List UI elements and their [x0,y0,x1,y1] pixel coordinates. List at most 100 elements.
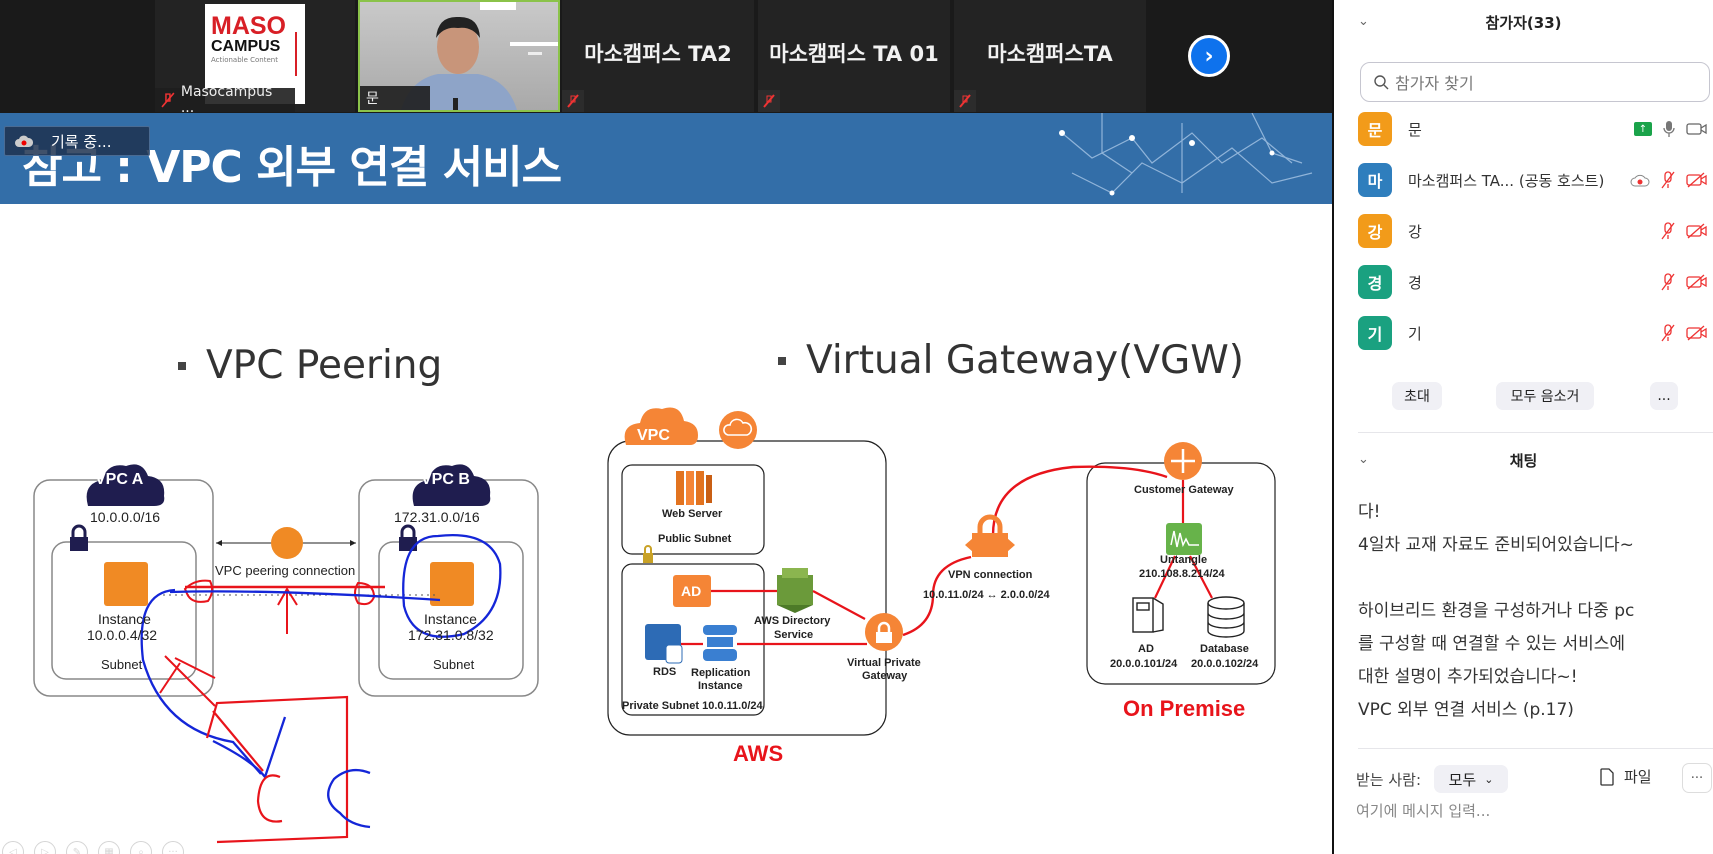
avatar: 경 [1358,265,1392,299]
divider [1358,748,1713,749]
directory-label-1: AWS Directory [754,615,831,627]
avatar: 기 [1358,316,1392,350]
video-tile-camera[interactable]: 문 [358,0,560,112]
participant-row[interactable]: 문 문 ↑ [1358,111,1708,147]
instance-a-ip: 10.0.0.4/32 [87,627,158,643]
search-icon [1374,75,1389,90]
video-tile-ta01[interactable]: 마소캠퍼스 TA 01 [758,0,950,112]
video-muted-icon [1686,325,1707,341]
database-label: Database [1200,643,1249,655]
pen-icon[interactable]: ✎ [66,841,88,854]
directory-label-2: Service [774,629,814,641]
video-tile-ta[interactable]: 마소캠퍼스TA [954,0,1146,112]
participant-row[interactable]: 경 경 [1358,264,1708,300]
heading-vgw: Virtual Gateway(VGW) [778,338,1244,383]
file-button[interactable]: 파일 [1600,766,1652,787]
replication-label-2: Instance [698,680,743,692]
participants-header: 참가자(33) [1485,14,1562,32]
recipient-dropdown[interactable]: 모두⌄ [1434,765,1508,793]
next-slide-icon[interactable]: ▷ [34,841,56,854]
peering-connection-label: VPC peering connection [215,563,356,578]
instance-b-ip: 172.31.0.8/32 [408,627,494,643]
next-page-button[interactable]: › [1188,35,1230,77]
invite-button[interactable]: 초대 [1392,382,1442,410]
vpn-range-label: 10.0.11.0/24 ↔ 2.0.0.0/24 [923,589,1050,601]
chat-line: 를 구성할 때 연결할 수 있는 서비스에 [1358,634,1626,654]
slides-grid-icon[interactable]: ▦ [98,841,120,854]
slide-banner: 참고 : VPC 외부 연결 서비스 기록 중... [0,113,1332,204]
public-subnet-label: Public Subnet [658,533,732,545]
slide-controls: ◁ ▷ ✎ ▦ ⌕ ··· [2,841,184,854]
untangle-ip: 210.108.8.214/24 [1139,568,1225,580]
chat-message-input[interactable]: 여기에 메시지 입력... [1356,802,1491,820]
database-ip: 20.0.0.102/24 [1191,658,1259,670]
chat-messages: 다! 4일차 교재 자료도 준비되어있습니다~ 하이브리드 환경을 구성하거나 … [1358,496,1708,727]
vpg-label-2: Gateway [862,670,908,682]
vpc-a-label: VPC A [95,471,144,488]
chat-line: 다! [1358,502,1381,522]
participant-row[interactable]: 마 마소캠퍼스 TA... (공동 호스트) [1358,162,1708,198]
chat-more-button[interactable]: ··· [1682,763,1712,793]
vpc-b-label: VPC B [421,471,470,488]
mute-all-button[interactable]: 모두 음소거 [1496,382,1594,410]
recipient-label: 받는 사람: [1356,771,1422,789]
vpc-badge: VPC [637,427,670,444]
file-icon [1600,767,1614,786]
chat-line: VPC 외부 연결 서비스 (p.17) [1358,700,1574,720]
aws-ad-label: AD [681,583,702,599]
zoom-icon[interactable]: ⌕ [130,841,152,854]
chat-line [1358,562,1708,595]
avatar: 마 [1358,163,1392,197]
avatar: 강 [1358,214,1392,248]
vgw-diagram [607,407,1276,736]
mic-muted-icon [161,92,175,108]
video-strip: MASO CAMPUS Actionable Content Masocampu… [0,0,1332,113]
vpc-peering-diagram [33,464,539,844]
share-screen-icon: ↑ [1634,122,1652,136]
replication-label-1: Replication [691,667,751,679]
chat-line: 4일차 교재 자료도 준비되어있습니다~ [1358,535,1634,555]
instance-b-label: Instance [424,611,477,627]
subnet-a-label: Subnet [101,657,143,672]
mic-muted-icon [1661,171,1675,189]
participants-more-button[interactable]: ... [1650,382,1678,410]
chat-header: 채팅 [1509,452,1538,470]
video-muted-icon [1686,274,1707,290]
onprem-ad-ip: 20.0.0.101/24 [1110,658,1178,670]
untangle-label: Untangle [1160,554,1208,566]
vpn-label: VPN connection [948,569,1033,581]
tile-nameplate: 문 [360,86,430,110]
video-tile-masocampus[interactable]: MASO CAMPUS Actionable Content Masocampu… [155,0,355,112]
aws-label: AWS [733,741,784,766]
collapse-chat-icon[interactable]: ⌄ [1358,452,1369,467]
vpg-label-1: Virtual Private [847,657,921,669]
video-muted-icon [1686,172,1707,188]
more-icon[interactable]: ··· [162,841,184,854]
participant-search-input[interactable]: 참가자 찾기 [1360,62,1710,102]
instance-a-label: Instance [98,611,151,627]
subnet-b-label: Subnet [433,657,475,672]
participant-row[interactable]: 강 강 [1358,213,1708,249]
video-muted-icon [1686,223,1707,239]
person-video [401,2,558,110]
onprem-ad-label: AD [1138,643,1154,655]
cloud-recording-icon [1630,174,1650,187]
recording-indicator[interactable]: 기록 중... [4,126,150,156]
video-tile-ta2[interactable]: 마소캠퍼스 TA2 [562,0,754,112]
chat-line: 대한 설명이 추가되었습니다~! [1358,667,1578,687]
prev-slide-icon[interactable]: ◁ [2,841,24,854]
cloud-record-icon [15,135,33,147]
chevron-right-icon: › [1204,43,1214,69]
cgw-label: Customer Gateway [1134,484,1234,496]
circuit-decoration [1059,113,1313,196]
video-icon [1686,123,1707,135]
masocampus-logo: MASO CAMPUS Actionable Content [205,4,305,104]
divider [1358,432,1713,433]
tile-nameplate: Masocampus ... [155,84,295,112]
participant-row[interactable]: 기 기 [1358,315,1708,351]
rds-label: RDS [653,666,677,678]
vpc-a-cidr: 10.0.0.0/16 [90,509,161,525]
private-subnet-label: Private Subnet 10.0.11.0/24 [622,700,763,712]
collapse-participants-icon[interactable]: ⌄ [1358,14,1369,29]
mic-muted-icon [758,90,780,112]
